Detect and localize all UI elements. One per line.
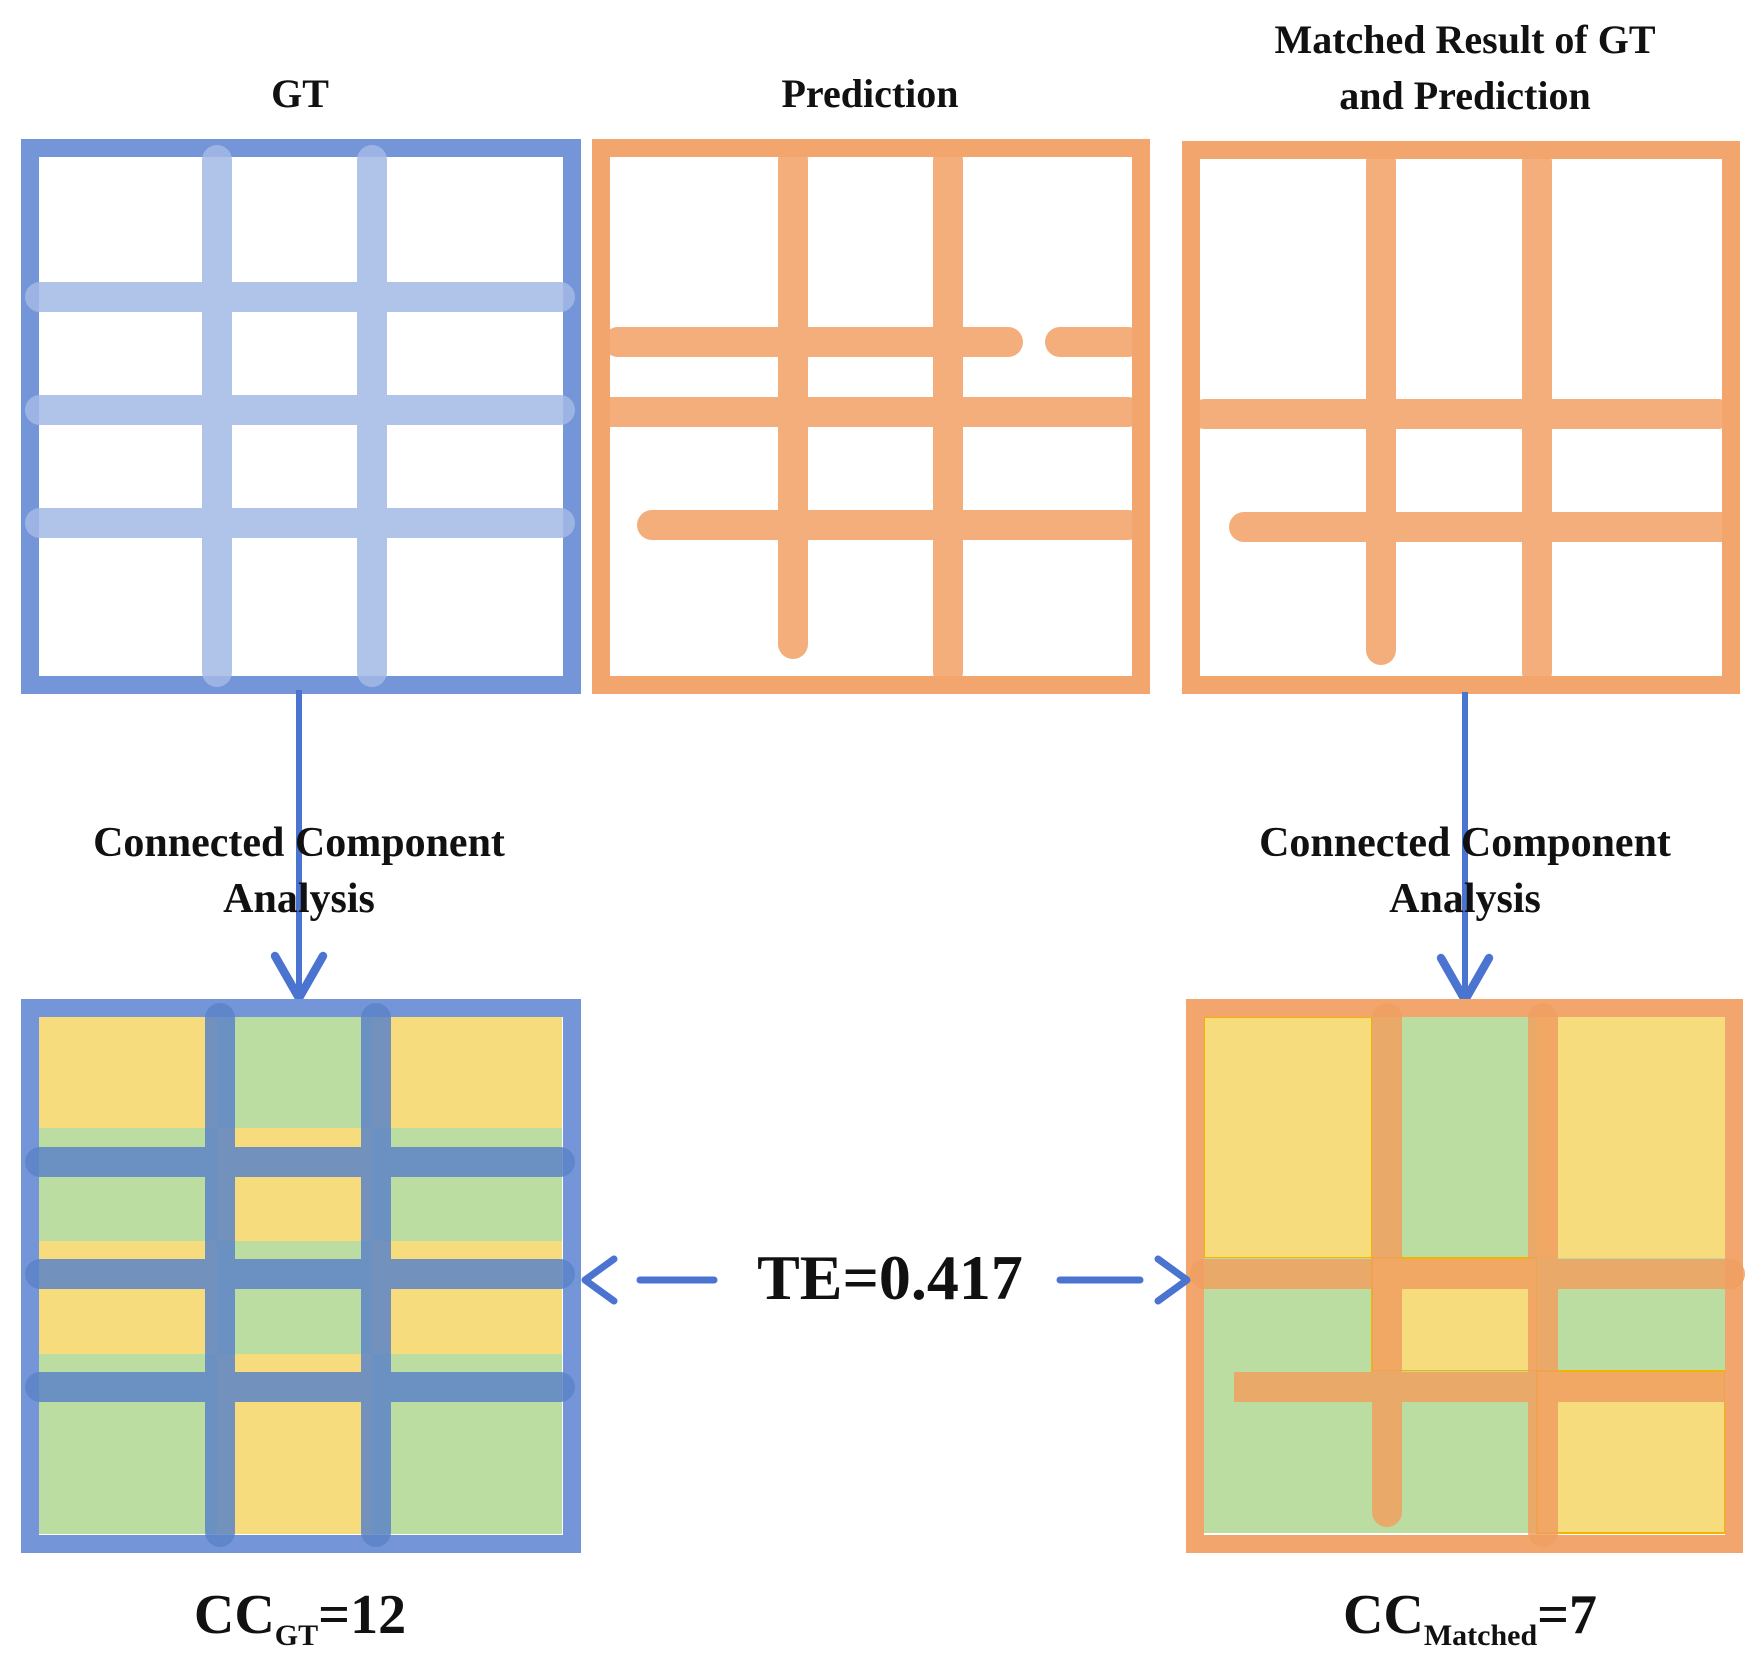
cc-gt-label: CCGT=12 — [150, 1582, 450, 1654]
cc-matched-value: =7 — [1537, 1584, 1598, 1646]
cc-gt-subscript: GT — [274, 1619, 319, 1652]
gt-title: GT — [271, 71, 329, 116]
cc-matched-base: CC — [1342, 1584, 1424, 1646]
right-step-line2: Analysis — [1389, 876, 1541, 922]
prediction-title: Prediction — [781, 71, 959, 116]
te-arrows — [581, 1255, 1191, 1305]
matched-title-line2: and Prediction — [1339, 73, 1591, 118]
matched-components-vessels — [1190, 1003, 1745, 1547]
matched-panel — [1182, 141, 1740, 694]
prediction-vessels — [597, 145, 1143, 687]
gt-vessels — [25, 145, 575, 687]
cc-matched-subscript: Matched — [1423, 1619, 1538, 1652]
gt-components-panel — [21, 999, 581, 1553]
prediction-panel — [592, 139, 1150, 694]
left-step-line2: Analysis — [223, 876, 375, 922]
matched-vessels — [1190, 147, 1737, 687]
cc-gt-base: CC — [193, 1584, 275, 1646]
te-right-arrowhead — [1154, 1255, 1191, 1305]
cc-gt-value: =12 — [318, 1584, 407, 1646]
te-left-arrowhead — [581, 1255, 618, 1305]
te-value: TE=0.417 — [757, 1242, 1023, 1313]
matched-title-line1: Matched Result of GT — [1274, 17, 1656, 62]
cc-matched-label: CCMatched=7 — [1270, 1582, 1670, 1654]
left-step-line1: Connected Component — [93, 820, 505, 866]
gt-components-vessels — [25, 1003, 575, 1547]
matched-components-panel — [1186, 999, 1745, 1553]
gt-panel — [21, 139, 581, 694]
right-step-line1: Connected Component — [1259, 820, 1671, 866]
